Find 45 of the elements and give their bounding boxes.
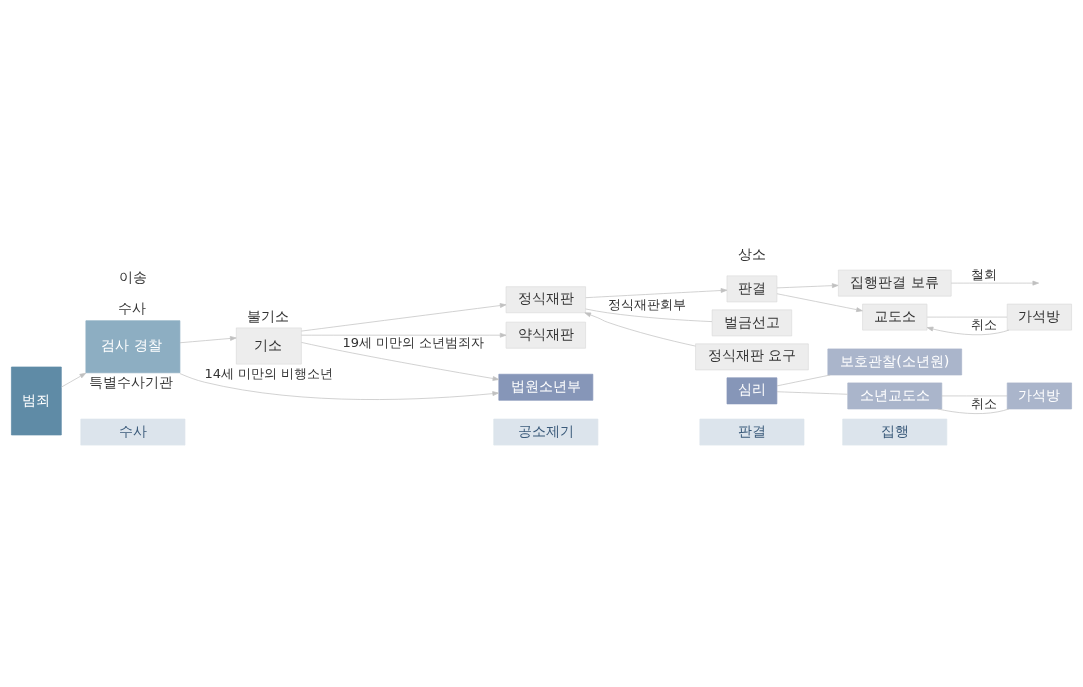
connector (937, 408, 1010, 414)
node-box: 집행 (842, 418, 948, 446)
node-label: 불기소 (246, 307, 289, 324)
edge-label: 19세 미만의 소년범죄자 (342, 335, 485, 351)
edge-label: 취소 (971, 395, 998, 411)
arrow (301, 332, 507, 338)
edge-label: 취소 (971, 316, 998, 332)
arrow (776, 283, 839, 289)
arrow (179, 373, 499, 400)
arrow (776, 293, 863, 312)
node-box: 소년교도소 (847, 382, 943, 410)
node-box: 판결 (726, 275, 778, 303)
node-box: 공소제기 (493, 418, 599, 446)
arrow (301, 342, 500, 381)
node-box: 가석방 (1006, 382, 1072, 410)
node-box: 수사 (80, 418, 186, 446)
arrow (179, 336, 237, 344)
node-label: 특별수사기관 (88, 374, 173, 391)
node-box: 가석방 (1006, 303, 1072, 331)
node-box: 벌금선고 (711, 309, 793, 337)
node-box: 약식재판 (505, 321, 586, 349)
node-box: 보호관찰(소년원) (827, 348, 963, 376)
node-box: 교도소 (862, 303, 928, 331)
arrow (301, 303, 507, 332)
arrow (926, 326, 1010, 336)
node-box: 집행판결 보류 (838, 269, 952, 297)
node-box: 판결 (699, 418, 805, 446)
label: 상소 (737, 245, 766, 262)
node-box: 범죄 (11, 366, 62, 436)
arrow (584, 312, 696, 347)
connector (585, 308, 713, 322)
label: 이송 (118, 268, 147, 285)
node-box: 심리 (726, 377, 778, 405)
node-label: 수사 (118, 300, 147, 317)
arrow (60, 372, 87, 388)
connector (776, 374, 831, 387)
edge-label: 정식재판회부 (607, 296, 686, 312)
edge-label: 14세 미만의 비행소년 (204, 366, 334, 382)
connector (776, 391, 848, 395)
arrow (950, 280, 1039, 286)
node-box: 법원소년부 (498, 373, 594, 401)
edge-label: 철회 (971, 267, 998, 283)
arrow (585, 288, 728, 299)
node-box: 정식재판 (505, 286, 586, 314)
node-box: 정식재판 요구 (695, 343, 809, 371)
